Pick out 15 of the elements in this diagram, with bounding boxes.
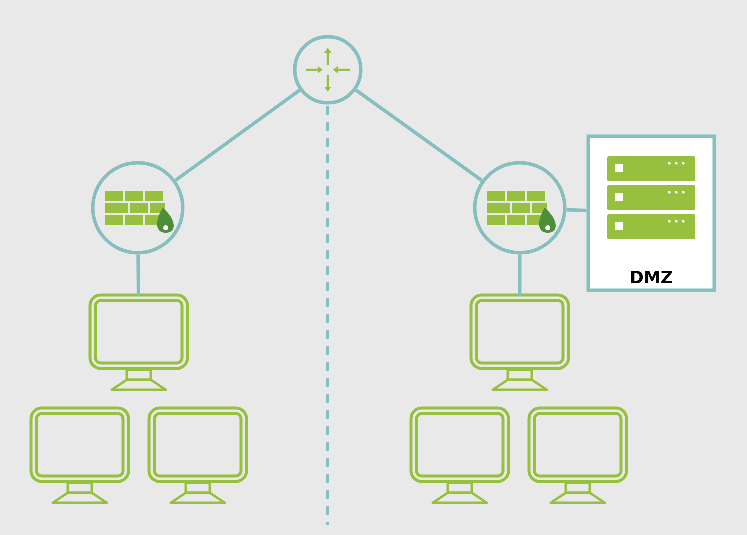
monitor-icon [528,406,628,504]
firewall-icon [473,161,567,255]
connector-line [518,254,522,296]
monitor-icon [30,406,130,504]
connector-line [136,254,140,296]
monitor-icon [148,406,248,504]
monitor-icon [410,406,510,504]
connector-line [174,89,301,182]
connector-line [566,208,587,213]
firewall-icon [91,161,185,255]
router-icon [293,35,363,105]
dmz-box: DMZ [586,134,716,292]
monitor-icon [470,294,570,392]
monitor-icon [88,294,190,392]
connector-line [355,88,484,182]
